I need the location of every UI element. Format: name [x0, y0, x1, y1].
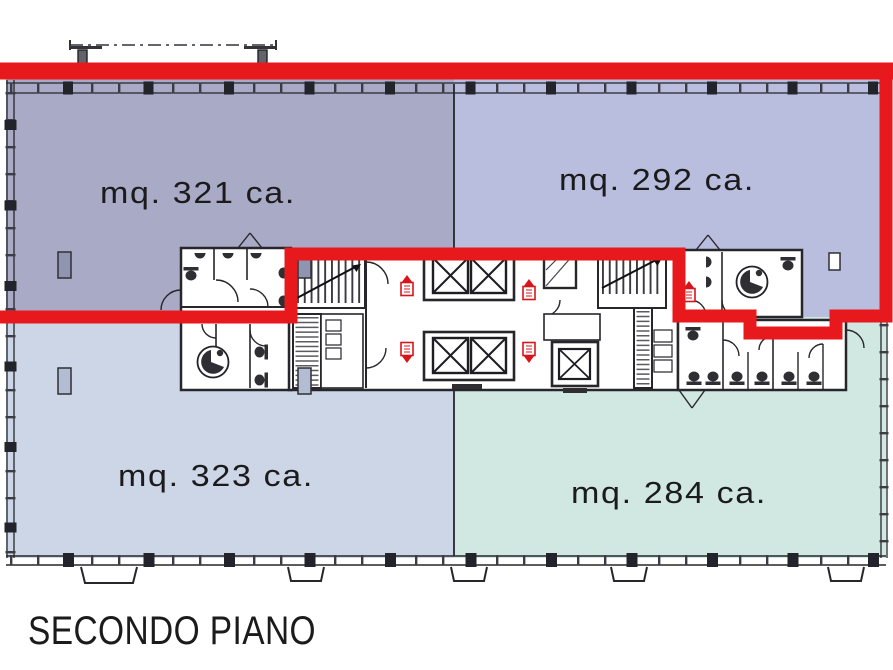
- exterior-tabs: [80, 566, 865, 584]
- wc-block-bottom-right: [678, 322, 865, 409]
- accessible-wc-icon: [735, 265, 769, 299]
- exterior-walls: [4, 80, 889, 567]
- corridor: [365, 252, 389, 388]
- area-label-bottom-left: mq. 323 ca.: [118, 458, 314, 493]
- shaft-right: [633, 307, 673, 389]
- elevator-icon: [431, 256, 470, 295]
- highlight-outline: [0, 62, 893, 340]
- pillar-icon: [828, 252, 841, 271]
- pillar-icon: [297, 367, 312, 395]
- pillar-icon: [57, 251, 72, 279]
- elevator-icon: [469, 336, 508, 375]
- elevator-icon: [557, 347, 592, 381]
- elevator-icon: [469, 256, 508, 295]
- accessible-wc-icon: [196, 345, 230, 379]
- pillar-icon: [57, 367, 72, 395]
- wc-block-left: [160, 232, 292, 388]
- canopy-icon: [69, 40, 277, 68]
- area-label-top-right: mq. 292 ca.: [559, 162, 755, 197]
- elevator-bank-bottom: [422, 330, 516, 389]
- highlight-path: [0, 64, 893, 340]
- elevator-icon: [431, 336, 470, 375]
- area-label-top-left: mq. 321 ca.: [100, 175, 296, 210]
- area-label-bottom-right: mq. 284 ca.: [571, 475, 767, 510]
- floor-title: SECONDO PIANO: [28, 609, 316, 653]
- shaft-left: [292, 313, 364, 389]
